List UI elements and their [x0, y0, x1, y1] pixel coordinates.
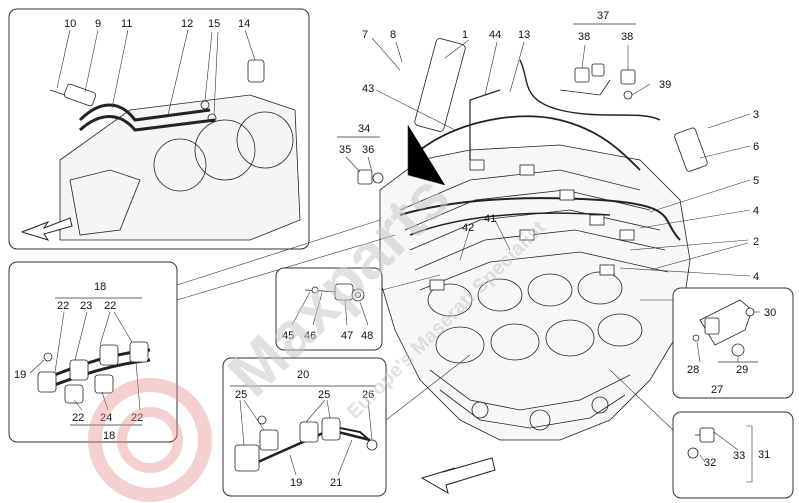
callout-21: 21 [330, 477, 342, 489]
callout-15: 15 [208, 18, 220, 30]
callout-6: 6 [753, 141, 759, 153]
callout-34: 34 [358, 123, 370, 135]
callout-7: 7 [362, 29, 368, 41]
callout-36: 36 [362, 144, 374, 156]
inset-cylinder-head: 10 9 11 12 15 14 [8, 8, 310, 250]
callout-42: 42 [462, 222, 474, 234]
callout-46: 46 [304, 330, 316, 342]
callout-4-top: 4 [753, 205, 759, 217]
callout-28: 28 [687, 364, 699, 376]
callout-38-b: 38 [621, 31, 633, 43]
callout-26: 26 [362, 389, 374, 401]
callout-39: 39 [659, 79, 671, 91]
callout-9: 9 [95, 18, 101, 30]
callout-41: 41 [484, 213, 496, 225]
callout-18-bottom: 18 [103, 430, 115, 442]
callout-29: 29 [736, 364, 748, 376]
inset-bracket-sensor: 28 29 30 27 [640, 287, 794, 399]
callout-32: 32 [704, 457, 716, 469]
callout-14: 14 [238, 18, 250, 30]
callout-5: 5 [753, 175, 759, 187]
callout-22-c: 22 [72, 412, 84, 424]
callout-4-bottom: 4 [753, 271, 759, 283]
inset-sensor-bottom: 33 32 31 [609, 369, 794, 499]
callout-24: 24 [100, 412, 112, 424]
callout-22-a: 22 [57, 300, 69, 312]
callout-38-a: 38 [578, 31, 590, 43]
callout-22-b: 22 [104, 300, 116, 312]
callout-19-a: 19 [14, 369, 26, 381]
callout-44: 44 [489, 29, 501, 41]
inset-harness-bracket: 20 25 25 26 19 21 [222, 354, 471, 497]
callout-11: 11 [121, 18, 132, 30]
inset-clip-group: 18 22 23 22 19 22 24 22 18 [8, 219, 396, 443]
callout-30: 30 [764, 307, 776, 319]
callout-31: 31 [758, 449, 770, 461]
callout-45: 45 [282, 330, 294, 342]
inset-clip-37: 37 38 38 39 [573, 10, 671, 100]
engine-illustration [379, 38, 708, 441]
callout-22-d: 22 [131, 412, 143, 424]
callout-37: 37 [597, 10, 609, 22]
callout-8: 8 [390, 29, 396, 41]
callout-35: 35 [339, 144, 351, 156]
callout-25-a: 25 [235, 389, 247, 401]
callout-27: 27 [711, 384, 723, 396]
callout-25-b: 25 [318, 389, 330, 401]
callout-10: 10 [64, 18, 76, 30]
callout-13: 13 [518, 29, 530, 41]
callout-12: 12 [181, 18, 193, 30]
direction-arrow [420, 457, 496, 495]
callout-47: 47 [341, 330, 353, 342]
callout-20: 20 [297, 369, 309, 381]
callout-23: 23 [80, 300, 92, 312]
callout-19-b: 19 [290, 477, 302, 489]
callout-1: 1 [462, 29, 468, 41]
inset-sensor-kit: 45 46 47 48 [275, 267, 441, 351]
callout-48: 48 [361, 330, 373, 342]
inset-clip-34: 34 35 36 [337, 123, 446, 186]
callout-43: 43 [362, 83, 374, 95]
callout-3: 3 [753, 109, 759, 121]
callout-18-top: 18 [94, 281, 106, 293]
callout-33: 33 [733, 450, 745, 462]
callout-2: 2 [753, 236, 759, 248]
main-leader-lines [371, 37, 751, 277]
